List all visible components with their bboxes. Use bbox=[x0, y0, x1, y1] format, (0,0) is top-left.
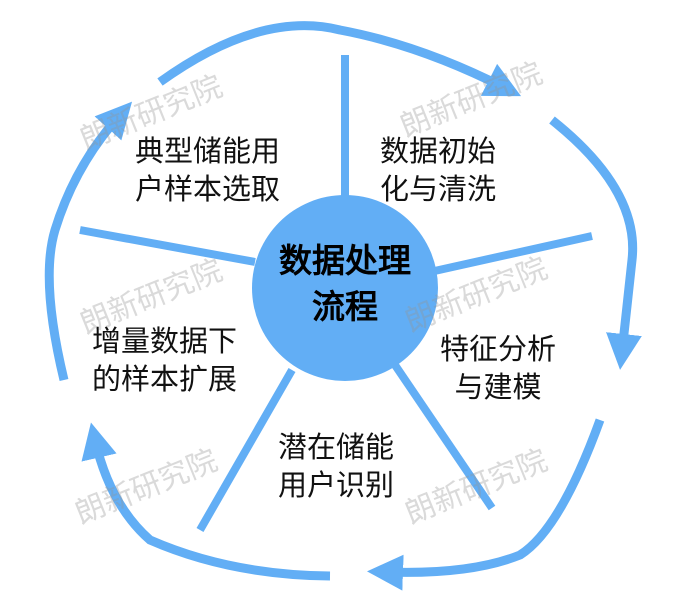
step-feature-modeling: 特征分析 与建模 bbox=[440, 330, 556, 406]
center-title-line1: 数据处理 bbox=[279, 241, 411, 280]
cycle-arrow-top bbox=[157, 21, 522, 97]
center-title-line2: 流程 bbox=[312, 287, 378, 326]
step-potential-user-identification: 潜在储能 用户识别 bbox=[278, 428, 394, 504]
step-label-line2: 的样本扩展 bbox=[92, 362, 238, 396]
spoke-upper-right bbox=[429, 232, 593, 276]
spoke-lower-right bbox=[391, 362, 496, 511]
step-label-line1: 特征分析 bbox=[440, 332, 557, 366]
step-sample-selection: 典型储能用 户样本选取 bbox=[135, 132, 280, 208]
cycle-arrow-right bbox=[549, 116, 642, 370]
step-label-line2: 户样本选取 bbox=[135, 172, 281, 206]
step-label-line1: 数据初始 bbox=[380, 134, 497, 168]
step-sample-expansion: 增量数据下 的样本扩展 bbox=[92, 322, 237, 398]
step-label-line2: 用户识别 bbox=[278, 468, 395, 502]
cycle-arrow-bottom-left bbox=[81, 422, 331, 581]
center-title: 数据处理 流程 bbox=[252, 238, 438, 330]
cycle-arrow-left bbox=[44, 101, 133, 382]
step-label-line1: 增量数据下 bbox=[92, 324, 238, 358]
step-label-line1: 典型储能用 bbox=[135, 134, 281, 168]
cycle-arrow-bottom-right bbox=[367, 418, 605, 591]
center-circle bbox=[252, 195, 438, 381]
step-label-line2: 与建模 bbox=[454, 370, 542, 404]
step-label-line2: 化与清洗 bbox=[380, 172, 497, 206]
step-data-cleaning: 数据初始 化与清洗 bbox=[380, 132, 496, 208]
spoke-lower-left bbox=[196, 368, 296, 532]
step-label-line1: 潜在储能 bbox=[278, 430, 395, 464]
spoke-upper-left bbox=[79, 226, 256, 266]
